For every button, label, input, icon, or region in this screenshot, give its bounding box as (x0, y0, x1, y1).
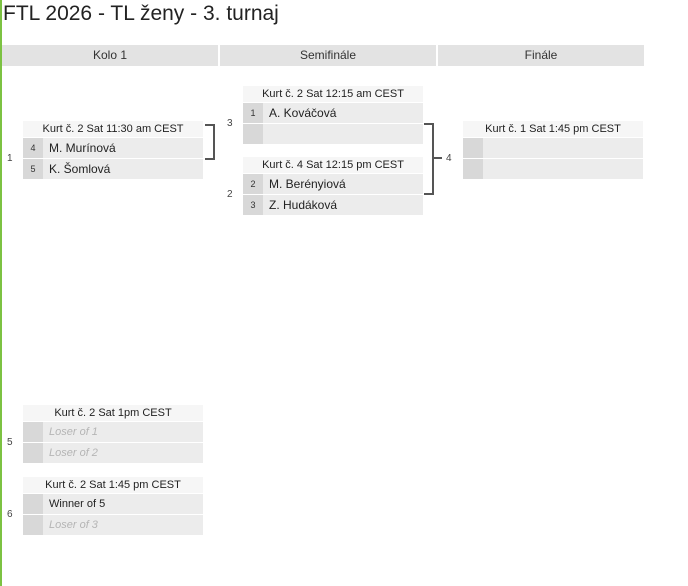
player-name: A. Kováčová (269, 106, 337, 120)
player-slot[interactable]: 3 Z. Hudáková (243, 195, 423, 215)
player-slot[interactable] (463, 159, 643, 179)
match-header: Kurt č. 1 Sat 1:45 pm CEST (463, 121, 643, 137)
bracket-connector (205, 124, 215, 160)
player-slot[interactable]: Loser of 1 (23, 422, 203, 442)
match-header: Kurt č. 2 Sat 11:30 am CEST (23, 121, 203, 137)
match-header: Kurt č. 2 Sat 12:15 am CEST (243, 86, 423, 102)
player-name-placeholder: Loser of 1 (49, 426, 98, 438)
round-header-kolo-1: Kolo 1 (2, 45, 218, 66)
player-name-placeholder: Winner of 5 (49, 498, 106, 510)
player-slot[interactable]: 1 A. Kováčová (243, 103, 423, 123)
seed-badge: 4 (23, 138, 43, 158)
seed-badge (243, 124, 263, 144)
bracket-connector (424, 123, 434, 195)
player-slot[interactable]: 5 K. Šomlová (23, 159, 203, 179)
match-header: Kurt č. 2 Sat 1pm CEST (23, 405, 203, 421)
left-accent-bar (0, 0, 2, 586)
seed-badge (463, 159, 483, 179)
seed-badge: 5 (23, 159, 43, 179)
player-slot[interactable]: Loser of 2 (23, 443, 203, 463)
match-2[interactable]: Kurt č. 4 Sat 12:15 pm CEST 2 M. Berényi… (243, 157, 423, 215)
match-number: 6 (7, 509, 13, 520)
player-name: M. Berényiová (269, 177, 346, 191)
seed-badge: 2 (243, 174, 263, 194)
connector-match-number: 3 (227, 118, 233, 129)
player-name: Z. Hudáková (269, 198, 338, 212)
match-header: Kurt č. 4 Sat 12:15 pm CEST (243, 157, 423, 173)
seed-badge (23, 515, 43, 535)
player-slot[interactable]: Loser of 3 (23, 515, 203, 535)
player-slot[interactable]: Winner of 5 (23, 494, 203, 514)
match-1[interactable]: Kurt č. 2 Sat 11:30 am CEST 4 M. Murínov… (23, 121, 203, 179)
match-5[interactable]: Kurt č. 2 Sat 1pm CEST Loser of 1 Loser … (23, 405, 203, 463)
seed-badge (23, 443, 43, 463)
match-3[interactable]: Kurt č. 2 Sat 12:15 am CEST 1 A. Kováčov… (243, 86, 423, 144)
bracket-connector-stub (434, 157, 442, 159)
player-name-placeholder: Loser of 2 (49, 447, 98, 459)
connector-match-number: 4 (446, 153, 452, 164)
player-name: M. Murínová (49, 141, 116, 155)
player-slot[interactable] (243, 124, 423, 144)
match-number: 5 (7, 437, 13, 448)
seed-badge: 1 (243, 103, 263, 123)
match-number: 1 (7, 153, 13, 164)
seed-badge (463, 138, 483, 158)
match-6[interactable]: Kurt č. 2 Sat 1:45 pm CEST Winner of 5 L… (23, 477, 203, 535)
match-header: Kurt č. 2 Sat 1:45 pm CEST (23, 477, 203, 493)
match-number: 2 (227, 189, 233, 200)
player-slot[interactable]: 2 M. Berényiová (243, 174, 423, 194)
player-slot[interactable]: 4 M. Murínová (23, 138, 203, 158)
round-header-finale: Finále (438, 45, 644, 66)
round-header-semifinale: Semifinále (220, 45, 436, 66)
player-slot[interactable] (463, 138, 643, 158)
player-name-placeholder: Loser of 3 (49, 519, 98, 531)
seed-badge (23, 422, 43, 442)
seed-badge (23, 494, 43, 514)
seed-badge: 3 (243, 195, 263, 215)
match-4[interactable]: Kurt č. 1 Sat 1:45 pm CEST (463, 121, 643, 179)
page-title: FTL 2026 - TL ženy - 3. turnaj (3, 2, 279, 25)
player-name: K. Šomlová (49, 162, 111, 176)
